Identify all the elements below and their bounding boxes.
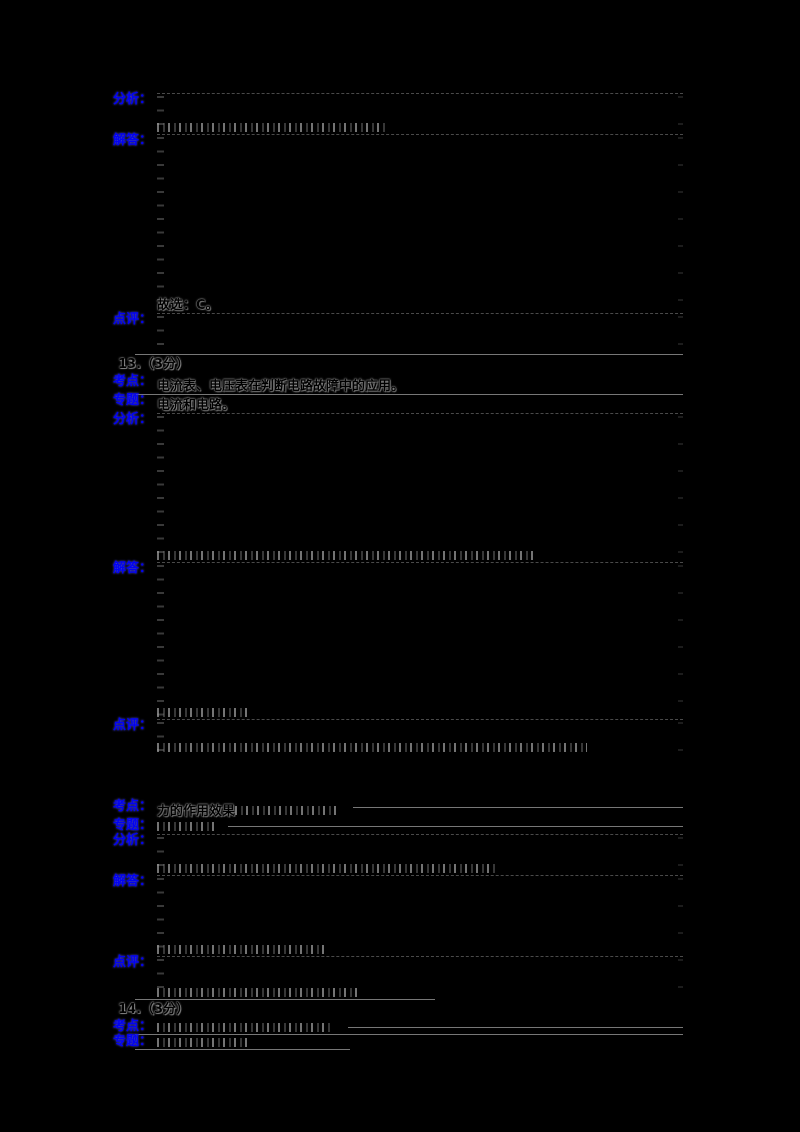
redacted-text-block: [157, 562, 683, 719]
row-underline: [135, 354, 683, 355]
row-label: 点评：: [113, 955, 153, 970]
illegible-text-fragment: [157, 1038, 247, 1047]
explanation-row: 点评：: [113, 719, 683, 754]
row-label: 解答：: [113, 561, 153, 576]
row-label: 点评：: [113, 718, 153, 733]
row-underline: [135, 1049, 350, 1050]
explanation-row: 分析：: [113, 834, 683, 875]
row-content: [135, 956, 683, 1000]
row-text: 力的作用效果: [157, 804, 236, 819]
redacted-text-block: 故选：C。: [157, 134, 683, 313]
illegible-text-fragment: [157, 1023, 332, 1032]
row-content: [135, 1035, 683, 1050]
illegible-text-fragment: [157, 988, 357, 997]
redacted-text-block: [157, 413, 683, 562]
row-hairline: [228, 826, 683, 827]
illegible-text-fragment: [157, 551, 537, 560]
row-label: 考点：: [113, 799, 153, 814]
illegible-text-fragment: [157, 123, 387, 132]
section-question-13-solution: 13.（3分） 考点： 电流表、电压表在判断电路故障中的应用。专题： 电流和电路。分析…: [113, 354, 683, 754]
row-content: 故选：C。: [157, 134, 683, 313]
redacted-text-block: [157, 93, 683, 134]
explanation-row: 点评：: [113, 955, 683, 1000]
redacted-text-block: [157, 313, 683, 354]
row-content: [157, 413, 683, 562]
row-label: 分析：: [113, 833, 153, 848]
illegible-text-fragment: [157, 708, 247, 717]
row-hairline: [353, 807, 683, 808]
row-label: 考点：: [113, 374, 153, 389]
redacted-text-block: [157, 834, 683, 875]
row-label: 专题：: [113, 1034, 153, 1049]
row-content: [157, 719, 683, 754]
row-underline: [135, 394, 683, 395]
illegible-text-fragment: [157, 945, 327, 954]
row-content: [157, 819, 683, 833]
row-label: 分析：: [113, 92, 153, 107]
row-text: 电流表、电压表在判断电路故障中的应用。: [157, 379, 405, 394]
row-text: 电流和电路。: [157, 398, 236, 413]
section-question-14-solution: 14.（3分） 考点：专题：: [113, 999, 683, 1050]
row-label: 专题：: [113, 818, 153, 833]
question-header: 14.（3分）: [118, 1002, 190, 1017]
row-hairline: [348, 1027, 683, 1028]
row-label: 考点：: [113, 1019, 153, 1034]
row-underline: [135, 999, 435, 1000]
explanation-row: 考点： 电流表、电压表在判断电路故障中的应用。: [113, 374, 683, 395]
row-label: 解答：: [113, 133, 153, 148]
explanation-row: 解答：: [113, 875, 683, 956]
explanation-row: 专题： 电流和电路。: [113, 394, 683, 413]
section-question-12-solution-tail: 分析： 解答： 故选：C。点评：: [113, 93, 683, 355]
redacted-text-block: [157, 956, 683, 999]
illegible-text-fragment: [235, 806, 341, 815]
row-content: 力的作用效果: [157, 800, 683, 819]
explanation-row: 考点：: [113, 1020, 683, 1035]
illegible-text-fragment: [157, 822, 217, 831]
row-content: 电流和电路。: [157, 394, 683, 413]
row-content: [157, 875, 683, 956]
row-content: [157, 834, 683, 875]
row-label: 解答：: [113, 874, 153, 889]
explanation-row: 考点： 力的作用效果: [113, 800, 683, 819]
row-label: 专题：: [113, 393, 153, 408]
question-header: 13.（3分）: [118, 357, 190, 372]
row-underline: [135, 1034, 683, 1035]
row-content: 电流表、电压表在判断电路故障中的应用。: [135, 375, 683, 395]
section-question-13-second-part: 考点： 力的作用效果专题：分析： 解答： 点评：: [113, 800, 683, 1000]
illegible-text-fragment: [157, 743, 587, 752]
redacted-text-block: [157, 719, 683, 754]
row-label: 分析：: [113, 412, 153, 427]
row-content: [157, 562, 683, 719]
explanation-row: 专题：: [113, 819, 683, 834]
explanation-row: 点评：: [113, 312, 683, 355]
row-content: [135, 1020, 683, 1035]
row-content: [157, 93, 683, 134]
row-label: 点评：: [113, 312, 153, 327]
illegible-text-fragment: [157, 864, 497, 873]
explanation-row: 解答： 故选：C。: [113, 134, 683, 313]
explanation-row: 分析：: [113, 93, 683, 134]
answer-tail-text: 故选：C。: [157, 298, 219, 313]
explanation-row: 分析：: [113, 413, 683, 562]
explanation-row: 专题：: [113, 1035, 683, 1050]
redacted-text-block: [157, 875, 683, 956]
document-content: 分析：解答：故选：C。点评：13.（3分）考点：电流表、电压表在判断电路故障中的…: [113, 93, 683, 1050]
explanation-row: 解答：: [113, 562, 683, 719]
row-content: [135, 313, 683, 355]
